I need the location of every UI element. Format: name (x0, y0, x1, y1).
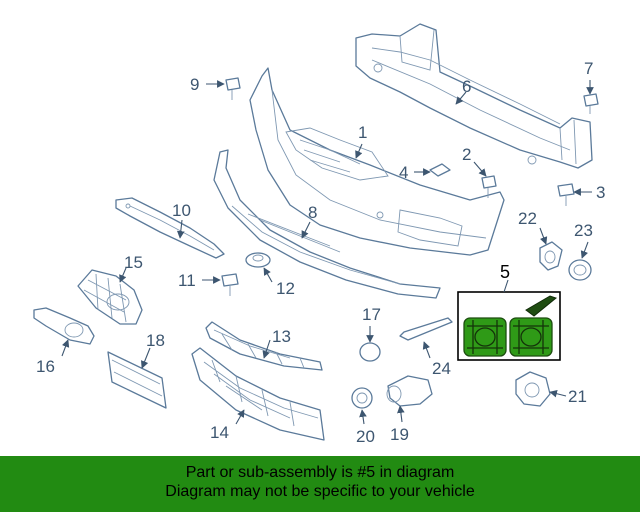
callout-labels: 1 2 3 4 5 6 7 8 9 10 11 12 13 14 15 16 1… (36, 59, 605, 446)
part-8-lower-spoiler[interactable] (213, 149, 441, 299)
banner-line-disclaimer: Diagram may not be specific to your vehi… (165, 483, 475, 500)
diagram-notice-banner: Part or sub-assembly is #5 in diagram Di… (0, 456, 640, 512)
callout-7[interactable]: 7 (584, 59, 593, 78)
part-3-screw[interactable] (557, 183, 575, 206)
part-4-clip[interactable] (429, 163, 451, 177)
part-10-bracket-strip[interactable] (115, 197, 225, 259)
part-11-screw[interactable] (221, 273, 239, 296)
part-15-side-grille[interactable] (77, 269, 143, 325)
callout-22[interactable]: 22 (518, 209, 537, 228)
part-12-grommet[interactable] (245, 252, 271, 268)
callout-10[interactable]: 10 (172, 201, 191, 220)
callout-15[interactable]: 15 (124, 253, 143, 272)
part-2-screw[interactable] (481, 175, 497, 198)
part-21-sensor-bracket[interactable] (515, 371, 551, 407)
part-18-plate-bracket[interactable] (107, 351, 167, 409)
callout-4[interactable]: 4 (399, 163, 408, 182)
callout-18[interactable]: 18 (146, 331, 165, 350)
callout-5[interactable]: 5 (500, 262, 510, 282)
banner-line-part-number: Part or sub-assembly is #5 in diagram (185, 464, 455, 481)
part-20-grommet[interactable] (351, 387, 373, 409)
part-5-highlight-box[interactable] (457, 291, 561, 361)
callout-23[interactable]: 23 (574, 221, 593, 240)
callout-3[interactable]: 3 (596, 183, 605, 202)
callout-12[interactable]: 12 (276, 279, 295, 298)
callout-14[interactable]: 14 (210, 423, 229, 442)
callout-21[interactable]: 21 (568, 387, 587, 406)
callout-9[interactable]: 9 (190, 75, 199, 94)
part-24-trim-strip[interactable] (399, 317, 453, 341)
callout-17[interactable]: 17 (362, 305, 381, 324)
part-5-right-bracket (509, 317, 553, 357)
callout-6[interactable]: 6 (462, 77, 471, 96)
callout-11[interactable]: 11 (178, 271, 196, 290)
part-23-ring[interactable] (568, 259, 592, 281)
callout-2[interactable]: 2 (462, 145, 471, 164)
callout-19[interactable]: 19 (390, 425, 409, 444)
callout-1[interactable]: 1 (358, 123, 367, 142)
part-16-fog-bezel[interactable] (33, 307, 95, 345)
part-19-park-sensor[interactable] (386, 375, 433, 407)
bumper-exploded-diagram: 1 2 3 4 5 6 7 8 9 10 11 12 13 14 15 16 1… (33, 23, 605, 446)
callout-20[interactable]: 20 (356, 427, 375, 446)
part-1-bumper-cover[interactable] (249, 67, 505, 256)
part-5-left-bracket (463, 317, 507, 357)
part-22-sensor-holder[interactable] (539, 241, 563, 271)
part-17-cover-cap[interactable] (359, 342, 381, 362)
callout-8[interactable]: 8 (308, 203, 317, 222)
part-13-upper-mesh[interactable] (205, 321, 323, 371)
part-6-reinforcement-beam[interactable] (355, 23, 593, 169)
part-14-lower-mesh[interactable] (191, 347, 325, 441)
part-9-bolt[interactable] (225, 77, 241, 100)
callout-16[interactable]: 16 (36, 357, 55, 376)
callout-24[interactable]: 24 (432, 359, 451, 378)
leader-lines (61, 80, 594, 425)
part-7-bolt[interactable] (583, 93, 599, 114)
callout-13[interactable]: 13 (272, 327, 291, 346)
